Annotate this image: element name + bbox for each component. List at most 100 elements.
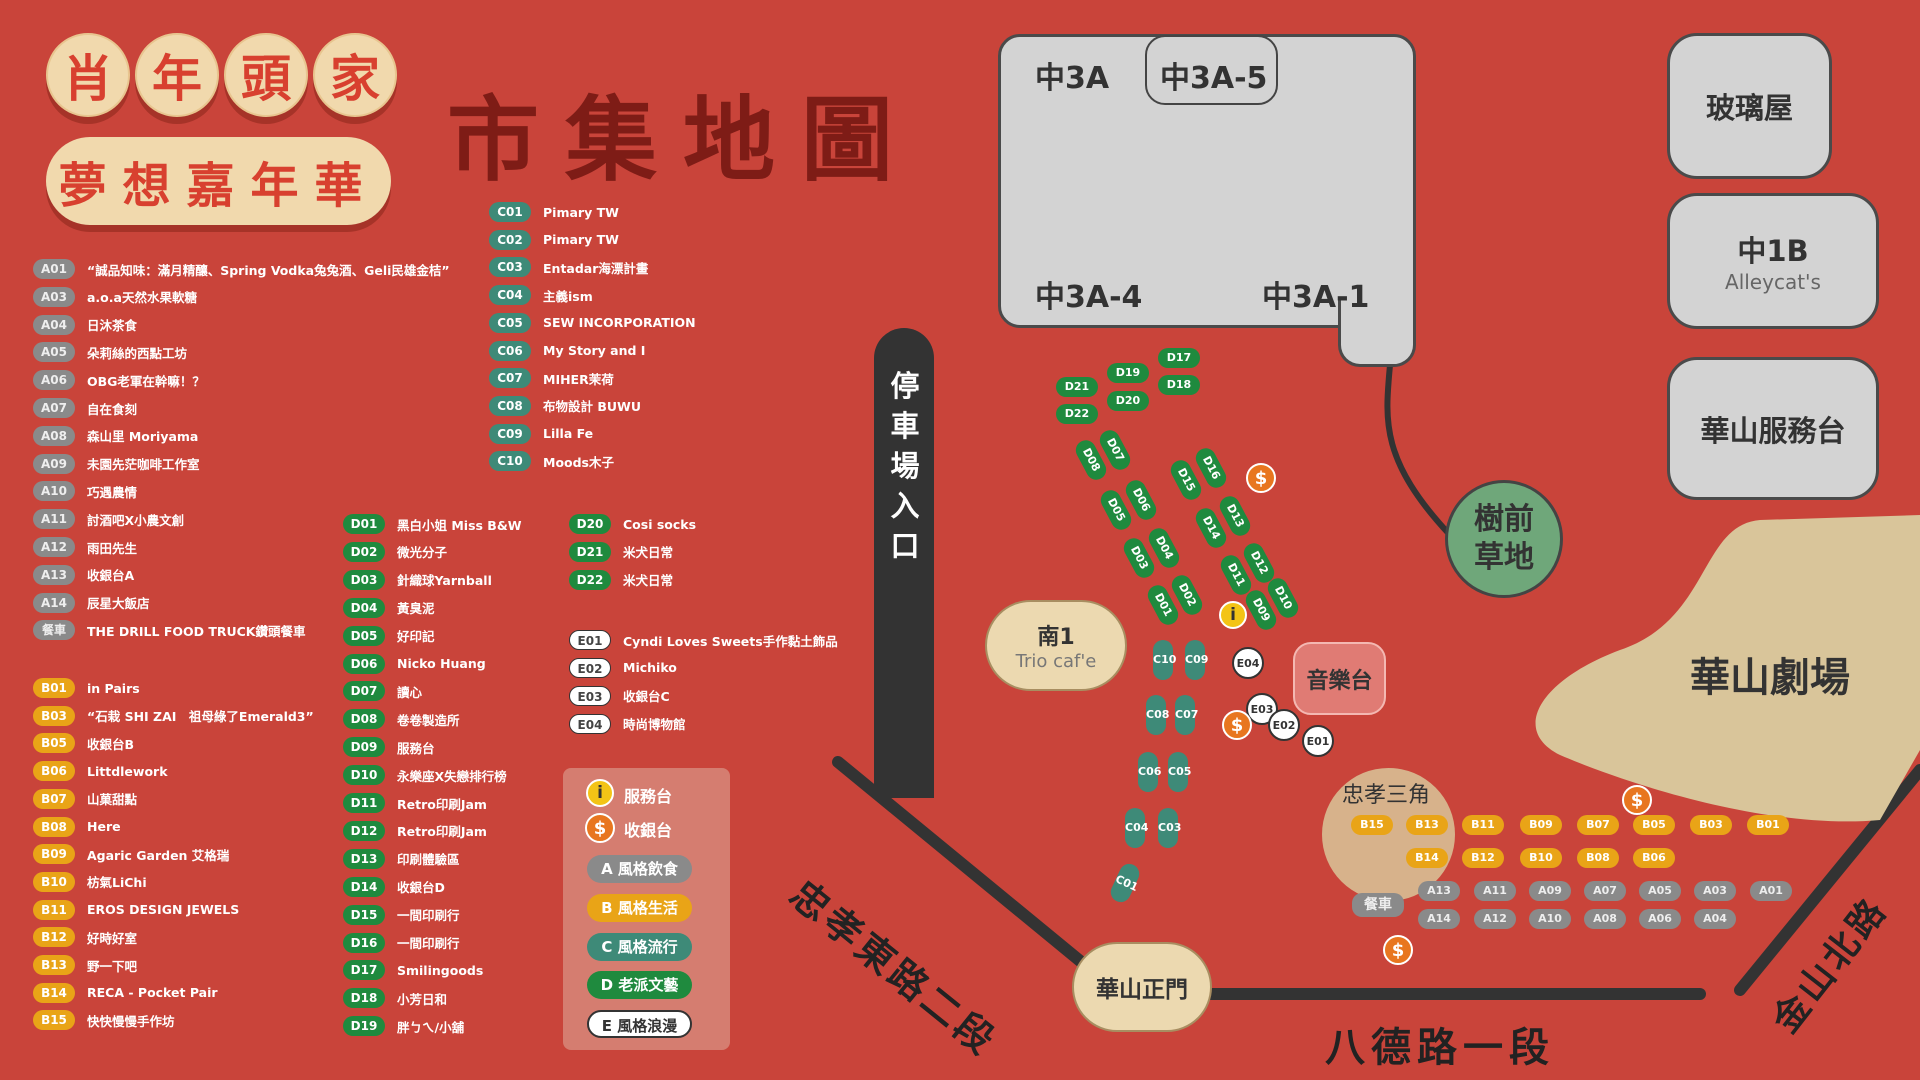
vendor-name: “石栽 SHI ZAI 祖母綠了Emerald3”: [87, 709, 314, 725]
vendor-name: Here: [87, 819, 121, 834]
booth-b[interactable]: B05: [1633, 815, 1675, 835]
booth-code-tag: B13: [33, 955, 75, 975]
booth-b[interactable]: B06: [1633, 848, 1675, 868]
booth-a[interactable]: A10: [1529, 909, 1571, 929]
booth-code-tag: A09: [33, 453, 75, 474]
vendor-name: Michiko: [623, 660, 677, 676]
booth-c[interactable]: C05: [1168, 752, 1191, 792]
legend-style-d: D 老派文藝: [587, 971, 692, 999]
booth-a[interactable]: A09: [1529, 881, 1571, 901]
vendor-name: 枋氣LiChi: [87, 875, 147, 891]
booth-b[interactable]: B03: [1690, 815, 1732, 835]
booth-a[interactable]: A08: [1584, 909, 1626, 929]
booth-a[interactable]: A13: [1418, 881, 1460, 901]
booth-d[interactable]: D20: [1107, 391, 1149, 411]
booth-b[interactable]: B10: [1520, 848, 1562, 868]
subtitle-banner: 夢想嘉年華: [46, 137, 391, 225]
booth-a[interactable]: A03: [1694, 881, 1736, 901]
title-bubble-1: 肖: [46, 33, 130, 117]
vendor-name: 胖ㄅㄟ∕小舖: [397, 1019, 465, 1035]
vendor-name: 永樂座X失戀排行榜: [397, 768, 507, 784]
booth-food-truck[interactable]: 餐車: [1352, 893, 1404, 917]
booth-code-tag: A06: [33, 370, 75, 391]
booth-b[interactable]: B15: [1351, 815, 1393, 835]
booth-d[interactable]: D21: [1056, 377, 1098, 397]
booth-code-tag: E01: [569, 630, 611, 650]
booth-b[interactable]: B08: [1577, 848, 1619, 868]
vendor-name: 森山里 Moriyama: [87, 429, 199, 445]
vendor-name: THE DRILL FOOD TRUCK鑽頭餐車: [87, 623, 306, 639]
booth-b[interactable]: B09: [1520, 815, 1562, 835]
vendor-name: My Story and I: [543, 343, 646, 358]
booth-code-tag: B06: [33, 761, 75, 782]
vendor-name: 好時好室: [87, 930, 138, 946]
booth-a[interactable]: A12: [1474, 909, 1516, 929]
booth-code-tag: B11: [33, 899, 75, 920]
vendor-name: 主義ism: [543, 288, 593, 304]
booth-c[interactable]: C09: [1185, 640, 1208, 680]
booth-c[interactable]: C04: [1125, 808, 1148, 848]
booth-code-tag: D10: [343, 765, 385, 786]
booth-c[interactable]: C10: [1153, 640, 1176, 680]
music-stage: 音樂台: [1293, 642, 1386, 715]
booth-e[interactable]: E01: [1302, 725, 1334, 757]
booth-a[interactable]: A05: [1639, 881, 1681, 901]
booth-d[interactable]: D17: [1158, 348, 1200, 368]
booth-d[interactable]: D19: [1107, 363, 1149, 383]
label-music-stage: 音樂台: [1306, 668, 1373, 694]
booth-c[interactable]: C07: [1175, 695, 1198, 735]
booth-a[interactable]: A07: [1584, 881, 1626, 901]
booth-e[interactable]: E04: [1232, 647, 1264, 679]
booth-e[interactable]: E02: [1268, 709, 1300, 741]
booth-d[interactable]: D22: [1056, 404, 1098, 424]
booth-c[interactable]: C03: [1158, 808, 1181, 848]
theater-shape: [1535, 515, 1920, 822]
booth-code-tag: C09: [489, 423, 531, 444]
booth-a[interactable]: A04: [1694, 909, 1736, 929]
booth-code-tag: B03: [33, 705, 75, 726]
vendor-name: 自在食刻: [87, 401, 138, 417]
parking-road: [874, 328, 934, 798]
booth-a[interactable]: A11: [1474, 881, 1516, 901]
booth-c[interactable]: C06: [1138, 752, 1161, 792]
label-zhong3a4: 中3A-4: [1035, 280, 1143, 315]
vendor-name: Littdlework: [87, 763, 168, 779]
vendor-name: 時尚博物館: [623, 717, 686, 733]
booth-a[interactable]: A01: [1750, 881, 1792, 901]
booth-code-tag: C03: [489, 257, 531, 278]
booth-b[interactable]: B13: [1406, 815, 1448, 835]
label-zhong3a5: 中3A-5: [1160, 61, 1268, 96]
dollar-icon-e03: $: [1222, 710, 1252, 740]
booth-code-tag: D08: [343, 709, 385, 730]
booth-b[interactable]: B14: [1406, 848, 1448, 868]
booth-d[interactable]: D18: [1158, 375, 1200, 395]
booth-a[interactable]: A06: [1639, 909, 1681, 929]
booth-c[interactable]: C08: [1146, 695, 1169, 735]
booth-a[interactable]: A14: [1418, 909, 1460, 929]
booth-b[interactable]: B11: [1462, 815, 1504, 835]
vendor-name: 微光分子: [397, 545, 448, 561]
booth-code-tag: B07: [33, 788, 75, 809]
booth-b[interactable]: B07: [1577, 815, 1619, 835]
label-zhong3a: 中3A: [1035, 61, 1110, 96]
label-alleycats: Alleycat's: [1725, 270, 1821, 294]
legend-service-label: 服務台: [624, 787, 673, 806]
booth-code-tag: D05: [343, 625, 385, 646]
booth-code-tag: A03: [33, 286, 75, 307]
booth-b[interactable]: B12: [1462, 848, 1504, 868]
booth-code-tag: D13: [343, 848, 385, 869]
vendor-name: 討酒吧X小農文創: [87, 512, 185, 528]
booth-b[interactable]: B01: [1747, 815, 1789, 835]
building-glass-house: 玻璃屋: [1667, 33, 1832, 179]
